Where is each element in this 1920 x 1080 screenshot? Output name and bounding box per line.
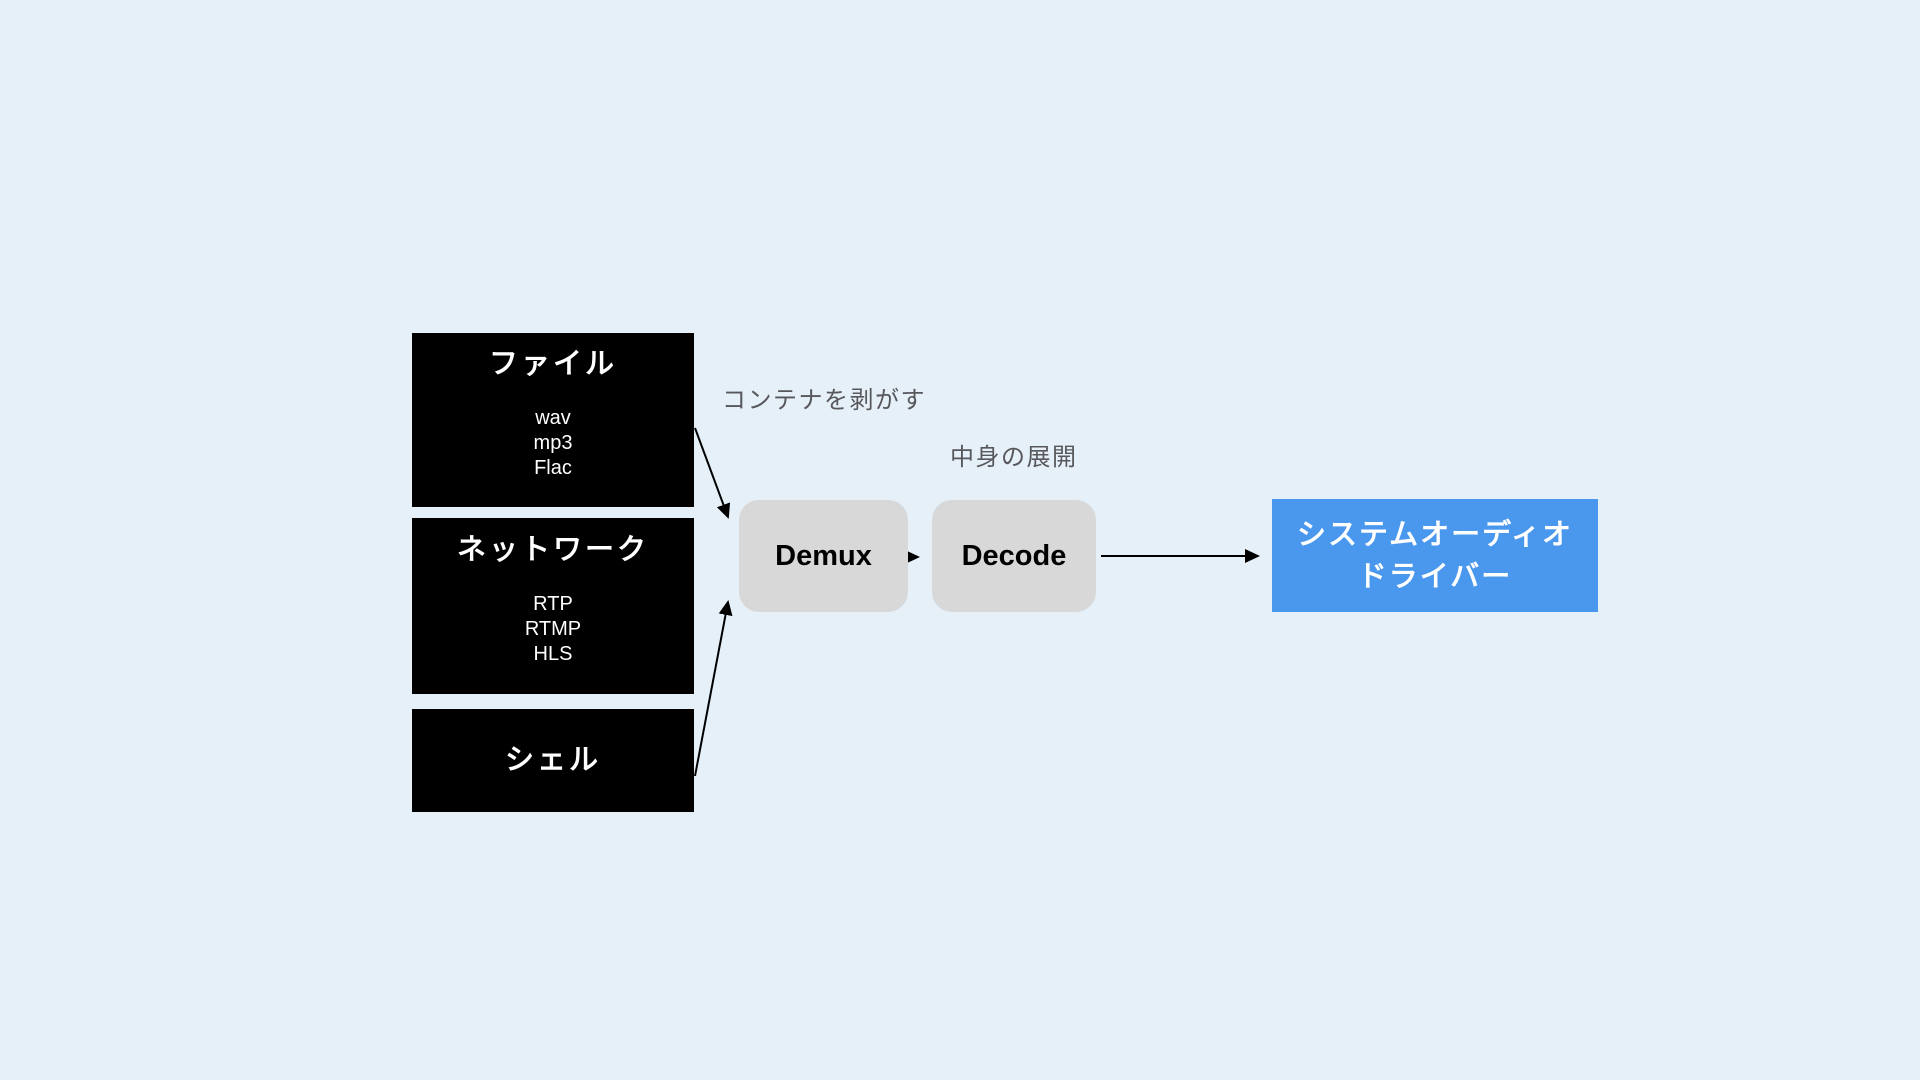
file-format-wav: wav <box>535 406 571 429</box>
sink-box-system-audio-driver: システムオーディオ ドライバー <box>1272 499 1598 612</box>
annotation-decode: 中身の展開 <box>950 444 1078 471</box>
stage-box-decode-label: Decode <box>961 539 1067 572</box>
arrow-shell-to-demux <box>694 600 733 777</box>
file-format-flac: Flac <box>534 456 572 479</box>
sink-box-label-line1: システムオーディオ <box>1296 518 1574 551</box>
source-box-network-items: RTP RTMP HLS <box>525 592 581 667</box>
stage-box-demux-label: Demux <box>775 539 872 572</box>
network-protocol-rtp: RTP <box>533 592 573 615</box>
source-box-file: ファイル wav mp3 Flac <box>412 333 694 507</box>
annotation-demux: コンテナを剥がす <box>722 387 926 414</box>
sink-box-label-line2: ドライバー <box>1357 560 1513 593</box>
source-box-shell-title: シェル <box>504 744 601 777</box>
source-box-file-items: wav mp3 Flac <box>534 406 573 481</box>
source-box-file-title: ファイル <box>488 348 617 380</box>
file-format-mp3: mp3 <box>533 431 573 454</box>
source-box-shell: シェル <box>412 709 694 812</box>
source-box-network-title: ネットワーク <box>456 534 649 566</box>
network-protocol-hls: HLS <box>533 642 573 665</box>
network-protocol-rtmp: RTMP <box>524 617 582 640</box>
source-box-network: ネットワーク RTP RTMP HLS <box>412 518 694 694</box>
stage-box-demux: Demux <box>739 500 908 612</box>
arrow-file-to-demux <box>694 427 731 519</box>
stage-box-decode: Decode <box>932 500 1096 612</box>
